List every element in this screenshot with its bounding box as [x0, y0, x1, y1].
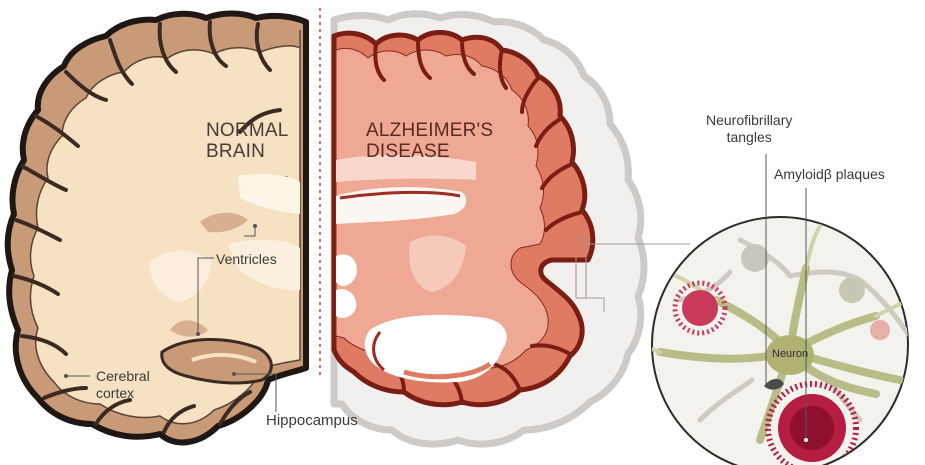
normal-title-line1: NORMAL	[206, 120, 289, 141]
normal-title-line2: BRAIN	[206, 141, 289, 162]
alzheimers-title: ALZHEIMER'S DISEASE	[366, 120, 493, 162]
normal-brain	[8, 14, 306, 443]
neuron-label: Neuron	[772, 348, 808, 360]
alzheimers-brain	[334, 14, 690, 444]
tangles-line2: tangles	[706, 129, 792, 146]
cortex-line1: Cerebral	[96, 368, 150, 385]
magnified-view	[630, 217, 912, 465]
background-neuron-body	[839, 277, 865, 303]
background-neuron-body	[741, 244, 769, 272]
faded-plaque	[870, 320, 890, 340]
amyloid-plaques-label: Amyloidβ plaques	[774, 166, 885, 183]
ventricles-label: Ventricles	[216, 251, 277, 268]
alz-title-line2: DISEASE	[366, 141, 493, 162]
tangles-line1: Neurofibrillary	[706, 112, 792, 129]
normal-brain-title: NORMAL BRAIN	[206, 120, 289, 162]
neurofibrillary-tangles-label: Neurofibrillary tangles	[706, 112, 792, 146]
alz-title-line1: ALZHEIMER'S	[366, 120, 493, 141]
hippocampus-label: Hippocampus	[266, 412, 358, 429]
cortex-line2: cortex	[96, 385, 150, 402]
cerebral-cortex-label: Cerebral cortex	[96, 368, 150, 402]
